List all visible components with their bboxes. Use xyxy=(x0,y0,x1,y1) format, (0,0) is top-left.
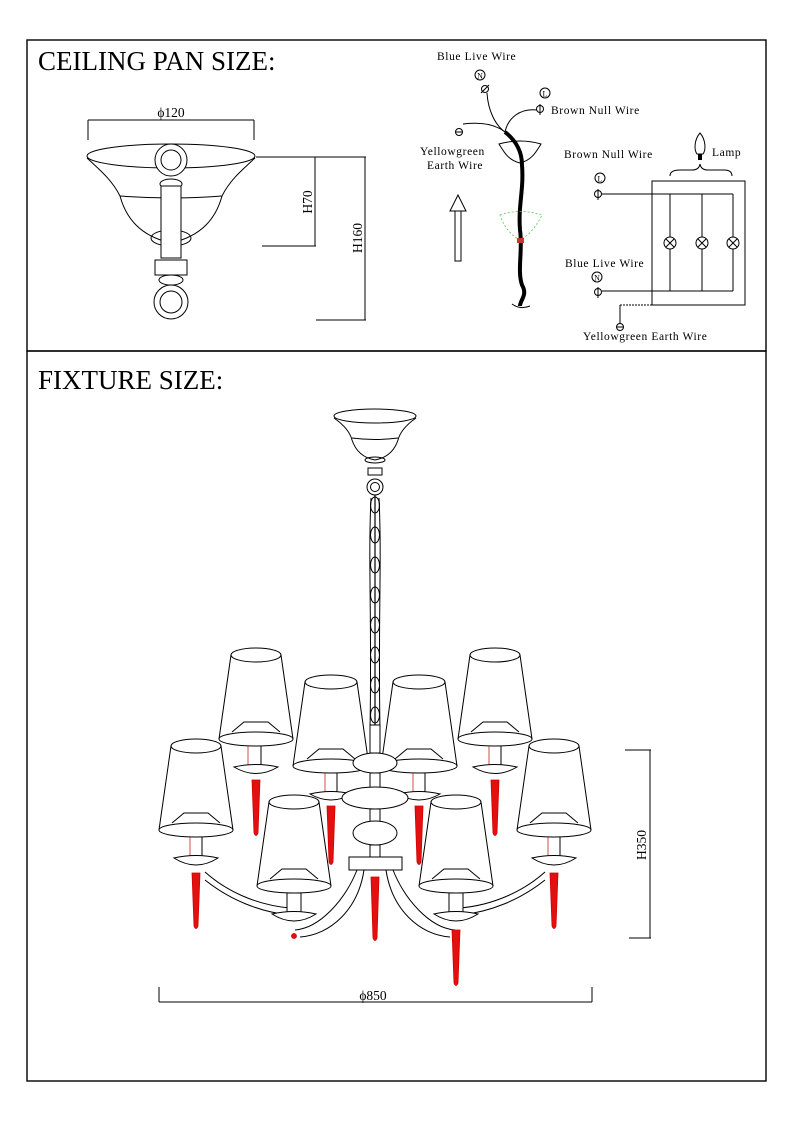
lamp-shade-front-left-inner xyxy=(256,794,332,939)
lamp-symbol-3 xyxy=(726,236,740,250)
fixture-title: FIXTURE SIZE: xyxy=(38,365,223,395)
fixture-diameter-label: ϕ850 xyxy=(359,988,387,1003)
label-lamp: Lamp xyxy=(712,147,741,159)
crystal-drop xyxy=(251,779,261,836)
svg-text:N: N xyxy=(594,274,600,283)
fixture-chain xyxy=(369,495,381,731)
crystal-drop-center xyxy=(370,876,380,941)
svg-text:L: L xyxy=(598,175,603,184)
crystal-drop xyxy=(326,805,336,865)
label-yellowgreen-top-line1: Yellowgreen xyxy=(420,146,485,158)
label-brown-null-wire-circuit: Brown Null Wire xyxy=(564,149,653,161)
dimension-ceiling-h70: H70 xyxy=(256,156,316,247)
dimension-ceiling-diameter: ϕ120 xyxy=(87,105,255,140)
ceiling-h70-label: H70 xyxy=(300,190,315,213)
label-blue-live-wire-circuit: Blue Live Wire xyxy=(565,258,644,270)
label-blue-live-wire-top: Blue Live Wire xyxy=(437,51,516,63)
lamp-bulb-icon xyxy=(694,132,706,160)
circuit-null-terminal-icon xyxy=(594,172,606,184)
lamp-shade-front-left-outer xyxy=(158,738,234,929)
lamp-shade-back-3 xyxy=(292,674,370,865)
dimension-ceiling-h160: H160 xyxy=(316,156,366,321)
chandelier-drawing xyxy=(158,408,592,986)
circuit-live-terminal-icon xyxy=(591,271,603,283)
label-yellowgreen-earth-wire-circuit: Yellowgreen Earth Wire xyxy=(583,331,707,343)
live-terminal-icon xyxy=(474,69,486,81)
direction-up-arrow-icon xyxy=(449,193,467,262)
label-yellowgreen-top-line2: Earth Wire xyxy=(427,160,483,172)
lamp-shade-back-4 xyxy=(380,674,458,865)
lamp-brace xyxy=(669,163,733,177)
lamp-shade-back-2 xyxy=(457,647,533,836)
frame-ceiling-pan xyxy=(26,39,767,352)
fixture-height-label: H350 xyxy=(634,830,649,860)
fixture-central-column xyxy=(341,724,409,871)
dimension-fixture-height: H350 xyxy=(625,749,651,939)
lamp-shade-back-1 xyxy=(218,647,294,836)
crystal-drop xyxy=(549,872,559,929)
crystal-drop xyxy=(451,929,461,986)
ceiling-h160-label: H160 xyxy=(350,223,365,253)
ceiling-bottom-ring xyxy=(153,284,189,320)
svg-text:L: L xyxy=(543,90,548,99)
label-brown-null-wire-top: Brown Null Wire xyxy=(551,105,640,117)
wiring-circuit-diagram: Brown Null Wire Lamp L Blue Live Wire N … xyxy=(564,132,746,343)
lamp-shade-front-right-inner xyxy=(418,794,494,986)
svg-text:N: N xyxy=(477,72,483,81)
crystal-drop xyxy=(191,872,201,929)
fixture-canopy xyxy=(333,408,417,496)
ceiling-diameter-label: ϕ120 xyxy=(157,105,185,120)
crystal-drop xyxy=(490,779,500,836)
ceiling-pan-drawing xyxy=(86,143,256,320)
lamp-symbol-2 xyxy=(695,236,709,250)
wiring-installation-diagram: Blue Live Wire N L Brown Null Wire Yello… xyxy=(420,51,640,309)
lamp-shade-front-right-outer xyxy=(516,738,592,929)
ceiling-pan-title: CEILING PAN SIZE: xyxy=(38,46,276,76)
crystal-drop xyxy=(414,805,424,865)
lamp-symbol-1 xyxy=(663,236,677,250)
null-terminal-icon xyxy=(539,87,551,99)
frame-fixture xyxy=(26,350,767,1082)
dimension-fixture-diameter: ϕ850 xyxy=(158,987,593,1003)
ceiling-hook-ring xyxy=(154,143,188,177)
